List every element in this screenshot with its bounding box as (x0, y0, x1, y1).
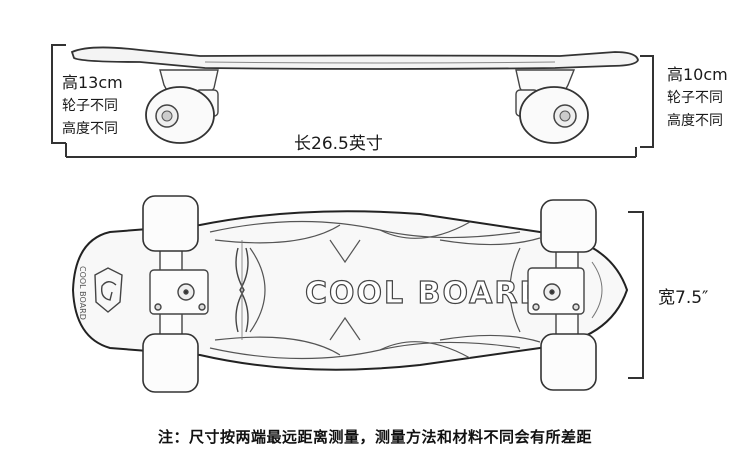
left-wheel-note-line2: 高度不同 (62, 121, 118, 137)
flame-graphic (209, 220, 541, 360)
left-height-label: 高13cm (62, 73, 123, 92)
top-rear-wheel-lower (540, 333, 597, 391)
width-bracket (628, 211, 644, 379)
measurement-footnote: 注：尺寸按两端最远距离测量，测量方法和材料不同会有所差距 (157, 428, 592, 446)
tribal-knot-graphic (235, 240, 249, 340)
side-deck (70, 46, 639, 70)
left-height-bracket (51, 44, 67, 157)
right-height-label: 高10cm (667, 65, 728, 84)
right-wheel-note-line1: 轮子不同 (667, 90, 723, 106)
side-front-wheel (145, 86, 215, 144)
nose-brand-text: COOL BOARD (78, 266, 87, 320)
top-front-wheel-upper (142, 195, 199, 252)
deck-graphic-text: COOL BOARD (305, 276, 546, 311)
side-rear-wheel (519, 86, 589, 144)
left-wheel-note-line1: 轮子不同 (62, 98, 118, 114)
width-label: 宽7.5″ (658, 288, 709, 308)
right-wheel-note-line2: 高度不同 (667, 113, 723, 129)
top-rear-wheel-upper (540, 199, 597, 253)
top-front-wheel-lower (142, 333, 199, 393)
length-label: 长26.5英寸 (294, 134, 383, 154)
brand-logo (94, 267, 123, 313)
right-height-bracket (635, 55, 654, 157)
